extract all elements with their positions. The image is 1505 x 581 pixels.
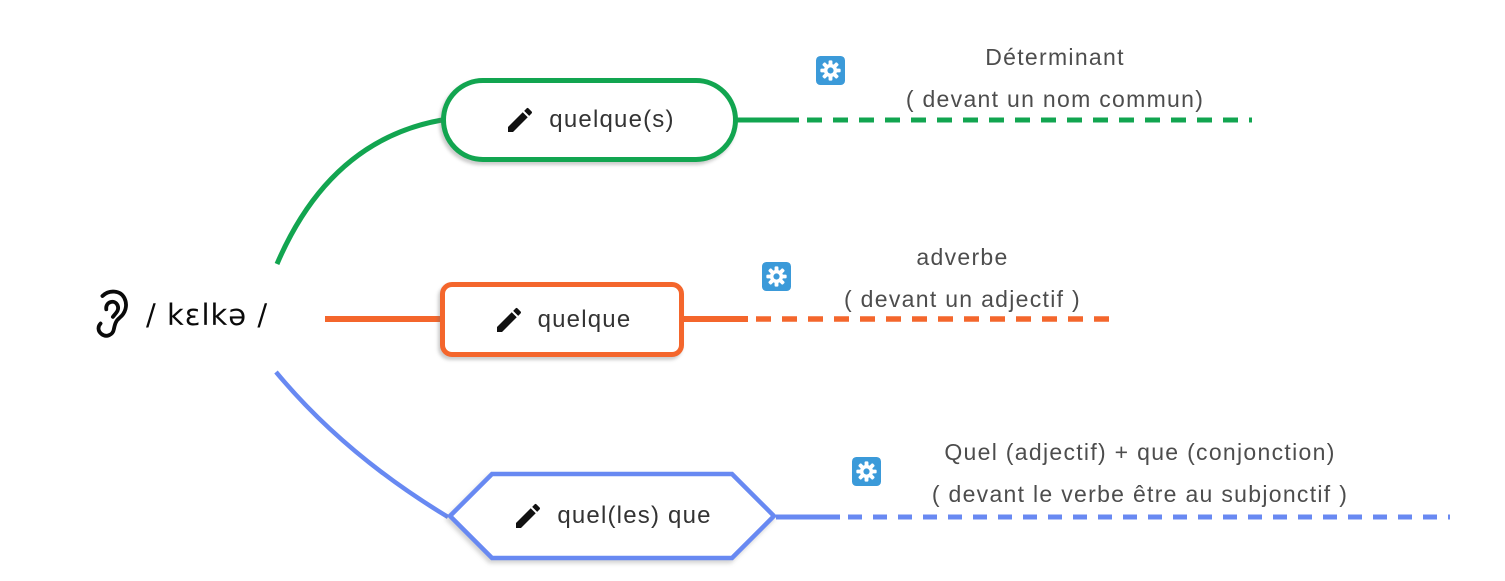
pencil-icon [512,500,544,532]
branch-curve-quel-que [274,370,450,519]
node-label: quelque(s) [549,106,675,133]
hexagon-shape [447,471,777,561]
node-quelles-que[interactable]: quel(les) que [447,471,777,561]
annotation-subtitle: ( devant un nom commun) [905,86,1205,112]
node-label: quel(les) que [557,502,712,529]
gear-button-adverbe[interactable] [762,262,791,291]
node-quelque[interactable]: quelque [440,282,684,357]
pencil-icon [493,304,525,336]
annotation-subtitle: ( devant le verbe être au subjonctif ) [931,481,1349,507]
annotation-title: Quel (adjectif) + que (conjonction) [944,439,1336,465]
ear-icon [92,288,130,342]
annotation-determinant: Déterminant ( devant un nom commun) [835,36,1275,120]
branch-curve-determinant [274,117,443,265]
node-label: quelque [537,305,632,333]
root-phonetic: / kɛlkə / [146,298,269,332]
annotation-title: Déterminant [985,44,1125,70]
gear-button-determinant[interactable] [816,56,845,85]
node-quelques[interactable]: quelque(s) [441,78,738,162]
annotation-quel-que: Quel (adjectif) + que (conjonction) ( de… [880,431,1400,515]
gear-button-quel-que[interactable] [852,457,881,486]
annotation-title: adverbe [916,244,1009,270]
pencil-icon [504,104,536,136]
root-node[interactable]: / kɛlkə / [92,288,268,342]
annotation-adverbe: adverbe ( devant un adjectif ) [795,236,1130,320]
annotation-subtitle: ( devant un adjectif ) [844,286,1081,312]
